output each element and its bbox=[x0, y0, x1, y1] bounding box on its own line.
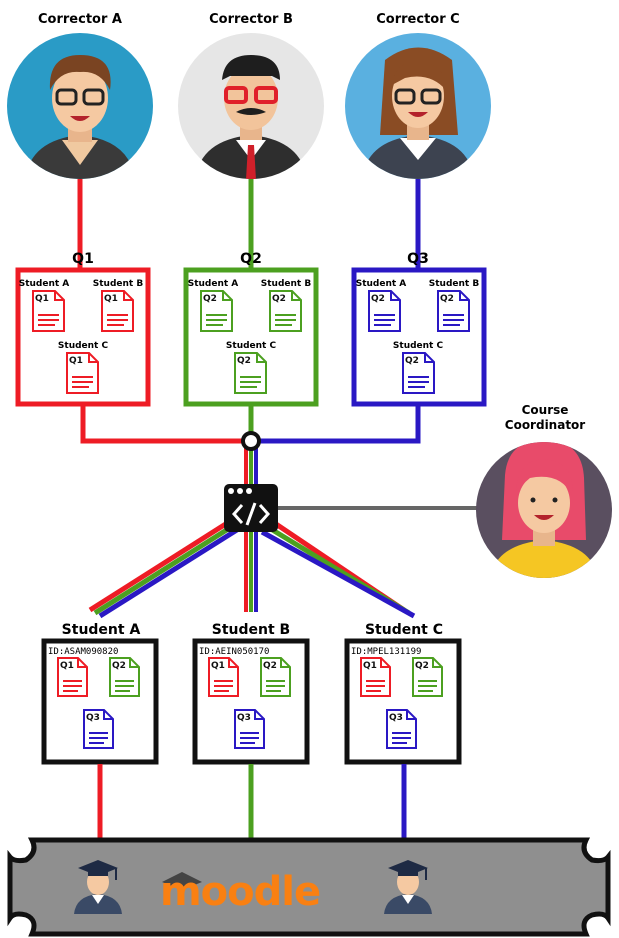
document-icon: Q1 bbox=[360, 657, 391, 697]
document-icon: Q3 bbox=[234, 709, 265, 749]
svg-text:Q3: Q3 bbox=[86, 713, 100, 723]
svg-text:Q2: Q2 bbox=[263, 661, 277, 671]
question-q3-title: Q3 bbox=[407, 251, 429, 267]
svg-text:moodle: moodle bbox=[160, 869, 320, 915]
connector-q3-hub bbox=[258, 404, 421, 444]
document-icon: Q1 bbox=[66, 352, 99, 394]
question-q1-title: Q1 bbox=[72, 251, 94, 267]
document-icon: Q3 bbox=[386, 709, 417, 749]
coordinator-label-line1: Course bbox=[522, 403, 569, 417]
svg-text:Q1: Q1 bbox=[104, 294, 118, 304]
svg-text:Q3: Q3 bbox=[237, 713, 251, 723]
student-a-title: Student A bbox=[62, 622, 141, 638]
q2-student-b-label: Student B bbox=[261, 279, 312, 289]
document-icon: Q1 bbox=[32, 290, 65, 332]
q1-student-b-label: Student B bbox=[93, 279, 144, 289]
question-q2-title: Q2 bbox=[240, 251, 262, 267]
document-icon: Q2 bbox=[412, 657, 443, 697]
q3-student-c-label: Student C bbox=[393, 341, 444, 351]
student-c-title: Student C bbox=[365, 622, 443, 638]
svg-text:Q2: Q2 bbox=[440, 294, 454, 304]
document-icon: Q2 bbox=[402, 352, 435, 394]
coordinator-avatar bbox=[476, 442, 612, 578]
q3-student-a-label: Student A bbox=[356, 279, 407, 289]
moodle-logo: moodle bbox=[160, 869, 321, 915]
graduate-icon bbox=[384, 860, 432, 914]
svg-text:Q1: Q1 bbox=[211, 661, 225, 671]
corrector-c-label: Corrector C bbox=[376, 12, 459, 27]
q1-student-a-label: Student A bbox=[19, 279, 70, 289]
svg-text:Q1: Q1 bbox=[60, 661, 74, 671]
document-icon: Q2 bbox=[234, 352, 267, 394]
corrector-b-avatar bbox=[178, 33, 324, 179]
coordinator-label-line2: Coordinator bbox=[505, 418, 586, 432]
svg-text:Q1: Q1 bbox=[35, 294, 49, 304]
svg-text:Q2: Q2 bbox=[203, 294, 217, 304]
svg-text:Q2: Q2 bbox=[112, 661, 126, 671]
document-icon: Q1 bbox=[208, 657, 239, 697]
q2-student-a-label: Student A bbox=[188, 279, 239, 289]
q1-student-c-label: Student C bbox=[58, 341, 109, 351]
document-icon: Q1 bbox=[101, 290, 134, 332]
platform-banner bbox=[7, 837, 611, 937]
document-icon: Q2 bbox=[437, 290, 470, 332]
corrector-b-label: Corrector B bbox=[209, 12, 293, 27]
student-b-id: ID:AEIN050170 bbox=[199, 647, 269, 657]
document-icon: Q2 bbox=[269, 290, 302, 332]
svg-text:Q1: Q1 bbox=[69, 356, 83, 366]
document-icon: Q2 bbox=[200, 290, 233, 332]
document-icon: Q1 bbox=[57, 657, 88, 697]
code-icon bbox=[224, 484, 278, 532]
svg-text:Q1: Q1 bbox=[363, 661, 377, 671]
svg-text:Q2: Q2 bbox=[371, 294, 385, 304]
connector-q1-hub bbox=[80, 404, 244, 444]
corrector-a-avatar bbox=[7, 33, 153, 179]
svg-text:Q2: Q2 bbox=[237, 356, 251, 366]
svg-text:Q2: Q2 bbox=[415, 661, 429, 671]
corrector-c-avatar bbox=[345, 33, 491, 179]
student-b-title: Student B bbox=[212, 622, 290, 638]
connector-to-students bbox=[88, 517, 416, 619]
svg-text:Q3: Q3 bbox=[389, 713, 403, 723]
document-icon: Q2 bbox=[109, 657, 140, 697]
document-icon: Q3 bbox=[83, 709, 114, 749]
svg-text:Q2: Q2 bbox=[272, 294, 286, 304]
corrector-a-label: Corrector A bbox=[38, 12, 122, 27]
student-a-id: ID:ASAM090820 bbox=[48, 647, 118, 657]
hub-node bbox=[241, 431, 261, 451]
student-c-id: ID:MPEL131199 bbox=[351, 647, 421, 657]
document-icon: Q2 bbox=[368, 290, 401, 332]
graduate-icon bbox=[74, 860, 122, 914]
document-icon: Q2 bbox=[260, 657, 291, 697]
q2-student-c-label: Student C bbox=[226, 341, 277, 351]
q3-student-b-label: Student B bbox=[429, 279, 480, 289]
svg-text:Q2: Q2 bbox=[405, 356, 419, 366]
